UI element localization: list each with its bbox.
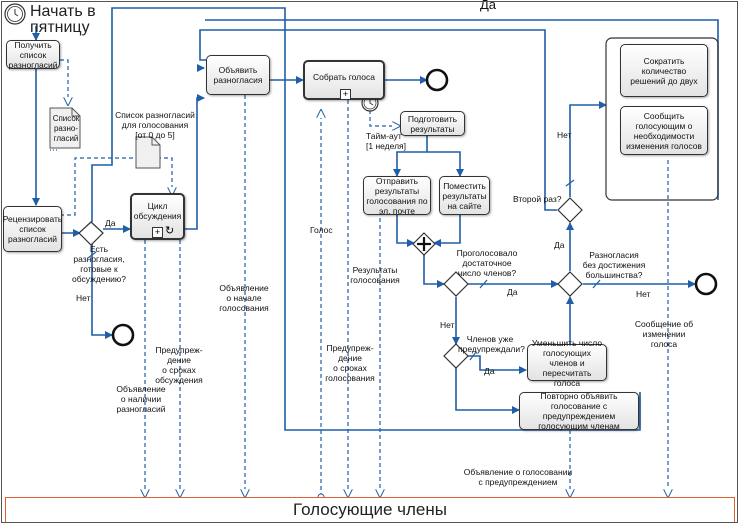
task-review-list[interactable]: Рецензировать список разногласий bbox=[3, 206, 62, 252]
document-list-icon bbox=[49, 107, 81, 149]
label-warn-discussion: Предупреж- дение о сроках обсуждения bbox=[155, 345, 203, 385]
end-event-collect bbox=[425, 68, 449, 92]
label-warn-vote: Предупреж- дение о сроках голосования bbox=[325, 343, 375, 383]
document-list-label: Список разно-гласий bbox=[52, 114, 80, 143]
pool-voting-members: Голосующие члены bbox=[5, 497, 735, 523]
subprocess-plus-icon[interactable]: + bbox=[152, 227, 163, 238]
label-yes-discuss: Да bbox=[105, 218, 116, 228]
label-vote: Голос bbox=[310, 225, 333, 235]
subprocess-container bbox=[605, 37, 719, 201]
label-no-mid: Нет bbox=[440, 320, 455, 330]
subprocess-plus-icon[interactable]: + bbox=[340, 89, 351, 100]
start-event-label: Начать в пятницу bbox=[30, 3, 96, 36]
label-reannounce-msg: Объявление о голосовании с предупреждени… bbox=[463, 467, 573, 487]
task-collect-votes-label: Собрать голоса bbox=[313, 72, 375, 82]
default-flow-marks bbox=[87, 179, 601, 361]
label-second-time: Второй раз? bbox=[513, 194, 562, 204]
document-vote-list-label: Список разногласий для голосования [от 0… bbox=[115, 110, 195, 140]
task-get-list[interactable]: Получить список разногласий bbox=[6, 40, 60, 70]
gateway-second-time bbox=[557, 197, 583, 223]
task-post-results[interactable]: Поместить результаты на сайте bbox=[439, 176, 490, 215]
gateway-issues-ready bbox=[78, 221, 104, 246]
label-majority: Разногласия без достижения большинства? bbox=[582, 250, 646, 280]
message-flows bbox=[60, 59, 668, 497]
task-reduce-members[interactable]: Уменьшить число голосующих членов и пере… bbox=[527, 338, 607, 388]
label-warned: Членов уже предупреждали? bbox=[458, 334, 525, 354]
label-yes-top: Да bbox=[480, 0, 497, 12]
label-gateway-ready: Есть разногласия, готовые к обсуждению? bbox=[71, 244, 126, 284]
end-event-final bbox=[694, 272, 718, 296]
task-notify-change[interactable]: Сообщить голосующим о необходимости изме… bbox=[620, 106, 708, 155]
task-send-results[interactable]: Отправить результаты голосования по эл. … bbox=[363, 176, 431, 216]
start-timer-event bbox=[4, 3, 26, 25]
loop-icon: ↻ bbox=[165, 225, 175, 237]
parallel-plus-icon bbox=[417, 237, 431, 251]
gateway-already-warned bbox=[443, 343, 469, 369]
document-vote-list-icon bbox=[135, 136, 161, 169]
label-results: Результаты голосования bbox=[350, 265, 400, 285]
sequence-flows bbox=[32, 7, 719, 431]
task-discussion-cycle[interactable]: Цикл обсуждения bbox=[130, 193, 185, 240]
label-no-left: Нет bbox=[76, 293, 91, 303]
label-timeout: Тайм-аут [1 неделя] bbox=[366, 131, 407, 151]
label-existence: Объявление о наличии разногласий bbox=[116, 384, 166, 414]
label-no-up: Нет bbox=[557, 130, 572, 140]
task-reduce-decisions[interactable]: Сократить количество решений до двух bbox=[620, 44, 708, 97]
label-announce-start: Объявление о начале голосования bbox=[219, 283, 269, 313]
pool-label: Голосующие члены bbox=[293, 500, 447, 519]
label-yes-mid: Да bbox=[507, 287, 518, 297]
end-event-no-issues bbox=[111, 323, 135, 347]
label-change-msg: Сообщение об изменении голоса bbox=[634, 319, 694, 349]
task-prepare-results[interactable]: Подготовить результаты bbox=[400, 111, 465, 136]
task-discussion-cycle-label: Цикл обсуждения bbox=[133, 201, 182, 221]
label-yes-low: Да bbox=[484, 366, 495, 376]
task-announce[interactable]: Объявить разногласия bbox=[206, 55, 270, 95]
label-no-right: Нет bbox=[636, 289, 651, 299]
task-reannounce[interactable]: Повторно объявить голосование с предупре… bbox=[519, 391, 639, 431]
gateway-enough-votes bbox=[443, 271, 469, 297]
gateway-majority bbox=[557, 271, 583, 297]
label-enough-voted: Проголосовало достаточное число членов? bbox=[456, 248, 518, 278]
label-yes-up: Да bbox=[554, 240, 565, 250]
